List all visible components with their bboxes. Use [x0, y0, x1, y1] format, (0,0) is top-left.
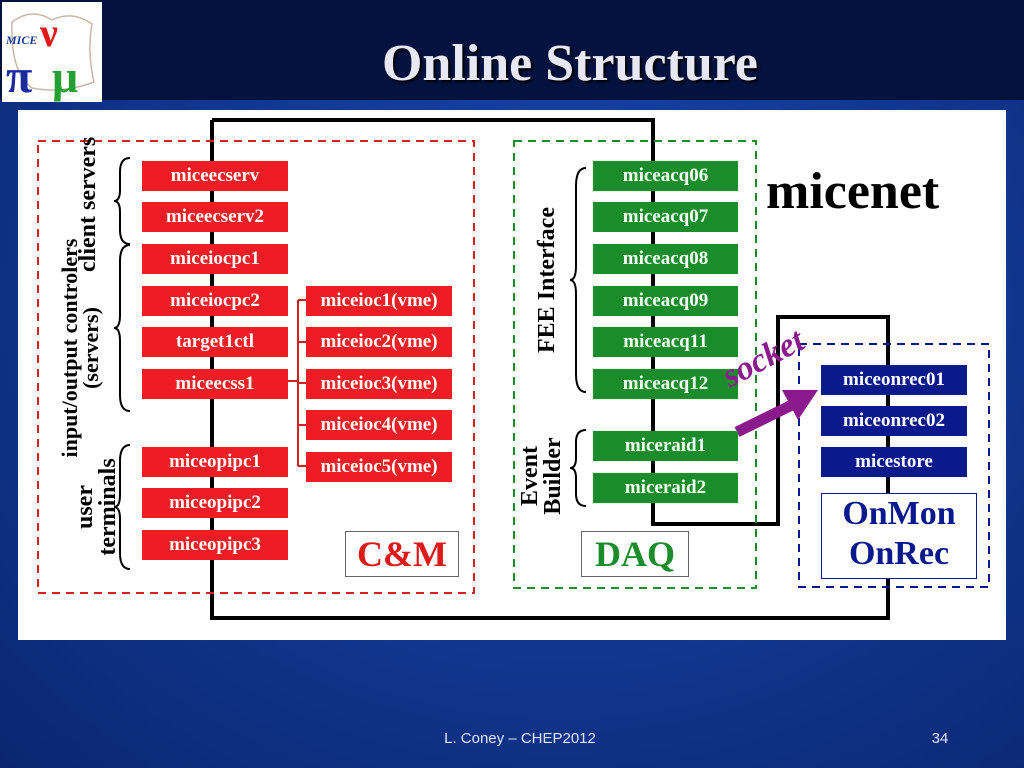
host-miceonrec02: miceonrec02 — [821, 406, 967, 436]
footer-author: L. Coney – CHEP2012 — [444, 730, 596, 747]
host-miceecserv: miceecserv — [142, 161, 288, 191]
brace-client-servers — [114, 157, 131, 245]
onrec-label: OnRec — [848, 535, 950, 572]
host-miceacq12: miceacq12 — [593, 369, 738, 399]
page-number: 34 — [931, 730, 949, 747]
host-miceacq06: miceacq06 — [593, 161, 738, 191]
host-miceioc4-vme: miceioc4(vme) — [306, 410, 452, 440]
svg-text:MICE: MICE — [5, 33, 37, 47]
host-miceacq11: miceacq11 — [593, 327, 738, 357]
host-miceiocpc2: miceiocpc2 — [142, 286, 288, 316]
host-miceraid1: miceraid1 — [593, 431, 738, 461]
cm-label: C&M — [345, 531, 459, 577]
host-miceopipc3: miceopipc3 — [142, 530, 288, 560]
label-user-terminals: user terminals — [72, 458, 121, 556]
title-bar — [0, 0, 1024, 100]
host-miceraid2: miceraid2 — [593, 473, 738, 503]
host-miceioc1-vme: miceioc1(vme) — [306, 286, 452, 316]
host-target1ctl: target1ctl — [142, 327, 288, 357]
host-miceioc3-vme: miceioc3(vme) — [306, 369, 452, 399]
brace-event-builder — [570, 429, 587, 507]
host-micestore: micestore — [821, 447, 967, 477]
brace-fee-interface — [570, 167, 587, 393]
mice-logo: MICE ν π μ — [2, 2, 102, 103]
brace-user-terminals — [114, 444, 131, 570]
host-miceopipc2: miceopipc2 — [142, 488, 288, 518]
svg-text:π: π — [6, 50, 32, 102]
host-miceiocpc1: miceiocpc1 — [142, 244, 288, 274]
host-miceioc5-vme: miceioc5(vme) — [306, 452, 452, 482]
onmon-onrec-label: OnMon OnRec — [821, 493, 977, 579]
onmon-label: OnMon — [842, 495, 956, 532]
host-miceacq09: miceacq09 — [593, 286, 738, 316]
host-miceecss1: miceecss1 — [142, 369, 288, 399]
host-miceioc2-vme: miceioc2(vme) — [306, 327, 452, 357]
host-miceacq08: miceacq08 — [593, 244, 738, 274]
brace-io-controllers — [114, 244, 131, 412]
daq-label: DAQ — [581, 531, 689, 577]
slide-title: Online Structure — [381, 35, 759, 92]
diagram-panel: client servers input/output controlers (… — [18, 110, 1006, 640]
svg-text:μ: μ — [52, 51, 78, 102]
host-miceopipc1: miceopipc1 — [142, 447, 288, 477]
host-miceonrec01: miceonrec01 — [821, 365, 967, 395]
host-miceacq07: miceacq07 — [593, 202, 738, 232]
micenet-label: micenet — [766, 163, 940, 220]
svg-text:ν: ν — [39, 10, 58, 55]
label-io-controllers: input/output controlers (servers) — [57, 238, 103, 458]
host-miceecserv2: miceecserv2 — [142, 202, 288, 232]
label-fee-interface: FEE Interface — [534, 207, 560, 353]
label-event-builder: Event Builder — [517, 437, 566, 515]
